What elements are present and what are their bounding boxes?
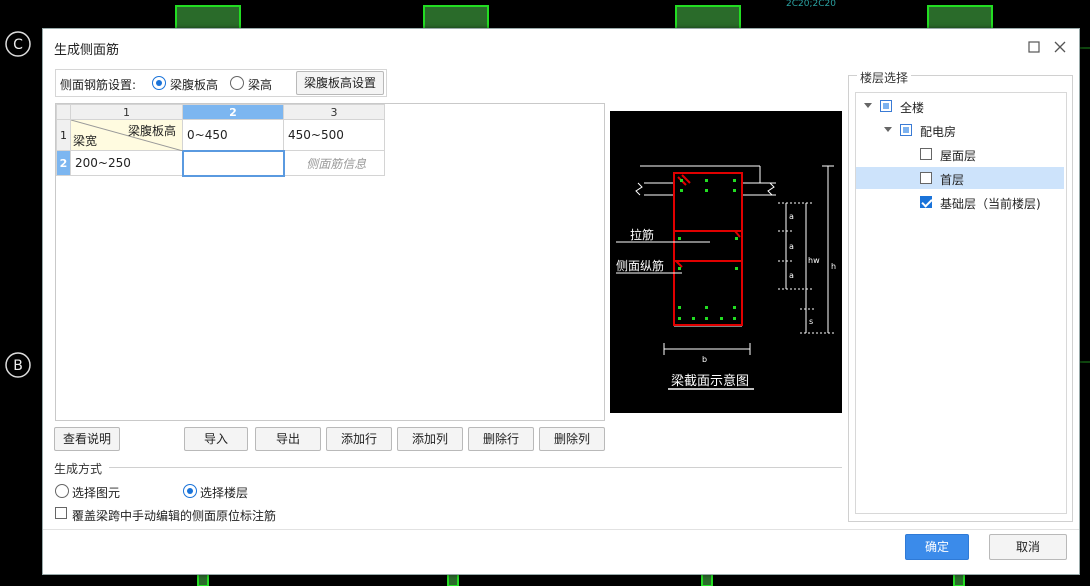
side-rebar-settings-label: 侧面钢筋设置: [60, 78, 137, 92]
tree-item-whole-building[interactable]: 全楼 [856, 95, 1064, 117]
export-button[interactable]: 导出 [255, 427, 321, 451]
radio-select-element[interactable] [55, 484, 69, 498]
radio-select-element-label[interactable]: 选择图元 [72, 486, 121, 500]
grid-cell-r1-c2[interactable]: 0~450 [182, 119, 284, 151]
tree-item-roof[interactable]: 屋面层 [856, 143, 1064, 165]
radio-beam-height-label[interactable]: 梁高 [248, 78, 273, 92]
diagonal-bottom-label: 梁宽 [73, 134, 98, 148]
side-rebar-settings: 侧面钢筋设置: 梁腹板高 梁高 梁腹板高设置 [55, 69, 387, 97]
axis-b-label: B [13, 358, 23, 374]
floor-selection-label: 楼层选择 [857, 69, 912, 86]
overwrite-checkbox-label[interactable]: 覆盖梁跨中手动编辑的侧面原位标注筋 [72, 509, 277, 523]
add-row-button[interactable]: 添加行 [326, 427, 392, 451]
grid-cell-r2-c2-active[interactable] [181, 149, 285, 177]
floor-selection-panel: 楼层选择 全楼 配电房 屋面层 首层 基础层（当前楼层) [848, 69, 1073, 522]
diagonal-top-label: 梁腹板高 [127, 124, 176, 138]
tree-label-foundation: 基础层（当前楼层) [940, 197, 1041, 211]
row-header-1[interactable]: 1 [56, 119, 71, 151]
row-header-2[interactable]: 2 [56, 150, 71, 176]
col-header-2[interactable]: 2 [182, 104, 284, 120]
dialog-title: 生成侧面筋 [54, 43, 120, 58]
import-button[interactable]: 导入 [184, 427, 248, 451]
rebar-grid: 1 2 3 1 梁腹板高 梁宽 0~450 450~500 2 200~250 … [56, 104, 385, 177]
radio-select-floor-label[interactable]: 选择楼层 [200, 486, 249, 500]
delete-row-button[interactable]: 删除行 [468, 427, 534, 451]
cancel-button[interactable]: 取消 [989, 534, 1067, 560]
tree-item-power-room[interactable]: 配电房 [856, 119, 1064, 141]
tree-item-foundation[interactable]: 基础层（当前楼层) [856, 191, 1064, 213]
radio-select-floor[interactable] [183, 484, 197, 498]
side-rebar-label: 侧面纵筋 [616, 258, 664, 273]
axis-c-label: C [13, 37, 23, 53]
dim-a-3: a [789, 271, 794, 280]
generate-method-divider [109, 467, 842, 468]
tree-checkbox-whole-building[interactable] [880, 100, 892, 112]
dim-h: h [831, 262, 836, 271]
cad-rebar-text: 2C20;2C20 [786, 0, 836, 9]
close-icon[interactable] [1051, 38, 1069, 56]
maximize-icon[interactable] [1025, 38, 1043, 56]
dialog-titlebar[interactable]: 生成侧面筋 [43, 29, 1079, 65]
generate-method-label: 生成方式 [54, 462, 103, 476]
floor-tree: 全楼 配电房 屋面层 首层 基础层（当前楼层) [855, 92, 1067, 514]
rebar-grid-panel: 1 2 3 1 梁腹板高 梁宽 0~450 450~500 2 200~250 … [55, 103, 605, 421]
tree-item-first-floor[interactable]: 首层 [856, 167, 1064, 189]
radio-beam-height[interactable] [230, 76, 244, 90]
tree-checkbox-roof[interactable] [920, 148, 932, 160]
col-header-1[interactable]: 1 [70, 104, 183, 120]
grid-cell-r1-c3[interactable]: 450~500 [283, 119, 385, 151]
tree-label-first-floor: 首层 [940, 173, 965, 187]
radio-web-height-label[interactable]: 梁腹板高 [170, 78, 219, 92]
dim-s: s [809, 317, 813, 326]
col-header-3[interactable]: 3 [283, 104, 385, 120]
tree-label-whole-building: 全楼 [900, 101, 925, 115]
generate-side-rebar-dialog: 生成侧面筋 侧面钢筋设置: 梁腹板高 梁高 梁腹板高设置 1 2 3 1 [42, 28, 1080, 575]
tree-checkbox-first-floor[interactable] [920, 172, 932, 184]
add-column-button[interactable]: 添加列 [397, 427, 463, 451]
ok-button[interactable]: 确定 [905, 534, 969, 560]
chevron-down-icon[interactable] [884, 127, 892, 133]
diagram-caption: 梁截面示意图 [671, 373, 749, 389]
delete-column-button[interactable]: 删除列 [539, 427, 605, 451]
radio-web-height[interactable] [152, 76, 166, 90]
grid-corner [56, 104, 71, 120]
help-button[interactable]: 查看说明 [54, 427, 120, 451]
grid-cell-r2-c3-placeholder[interactable]: 侧面筋信息 [283, 150, 385, 176]
tie-rebar-label: 拉筋 [630, 227, 654, 242]
tree-checkbox-power-room[interactable] [900, 124, 912, 136]
chevron-down-icon[interactable] [864, 103, 872, 109]
dim-a-2: a [789, 242, 794, 251]
web-height-settings-button[interactable]: 梁腹板高设置 [296, 71, 384, 95]
beam-section-diagram: 拉筋 侧面纵筋 a a a hw h s b 梁截面示意图 [610, 111, 842, 413]
grid-corner-diagonal-cell: 梁腹板高 梁宽 [70, 119, 183, 151]
footer-divider [43, 529, 1079, 530]
grid-cell-r2-c1[interactable]: 200~250 [70, 150, 183, 176]
tree-label-power-room: 配电房 [920, 125, 957, 139]
tree-label-roof: 屋面层 [940, 149, 977, 163]
tree-checkbox-foundation[interactable] [920, 196, 932, 208]
overwrite-checkbox[interactable] [55, 507, 67, 519]
dim-b: b [702, 355, 707, 364]
dim-hw: hw [808, 256, 820, 265]
dim-a-1: a [789, 212, 794, 221]
